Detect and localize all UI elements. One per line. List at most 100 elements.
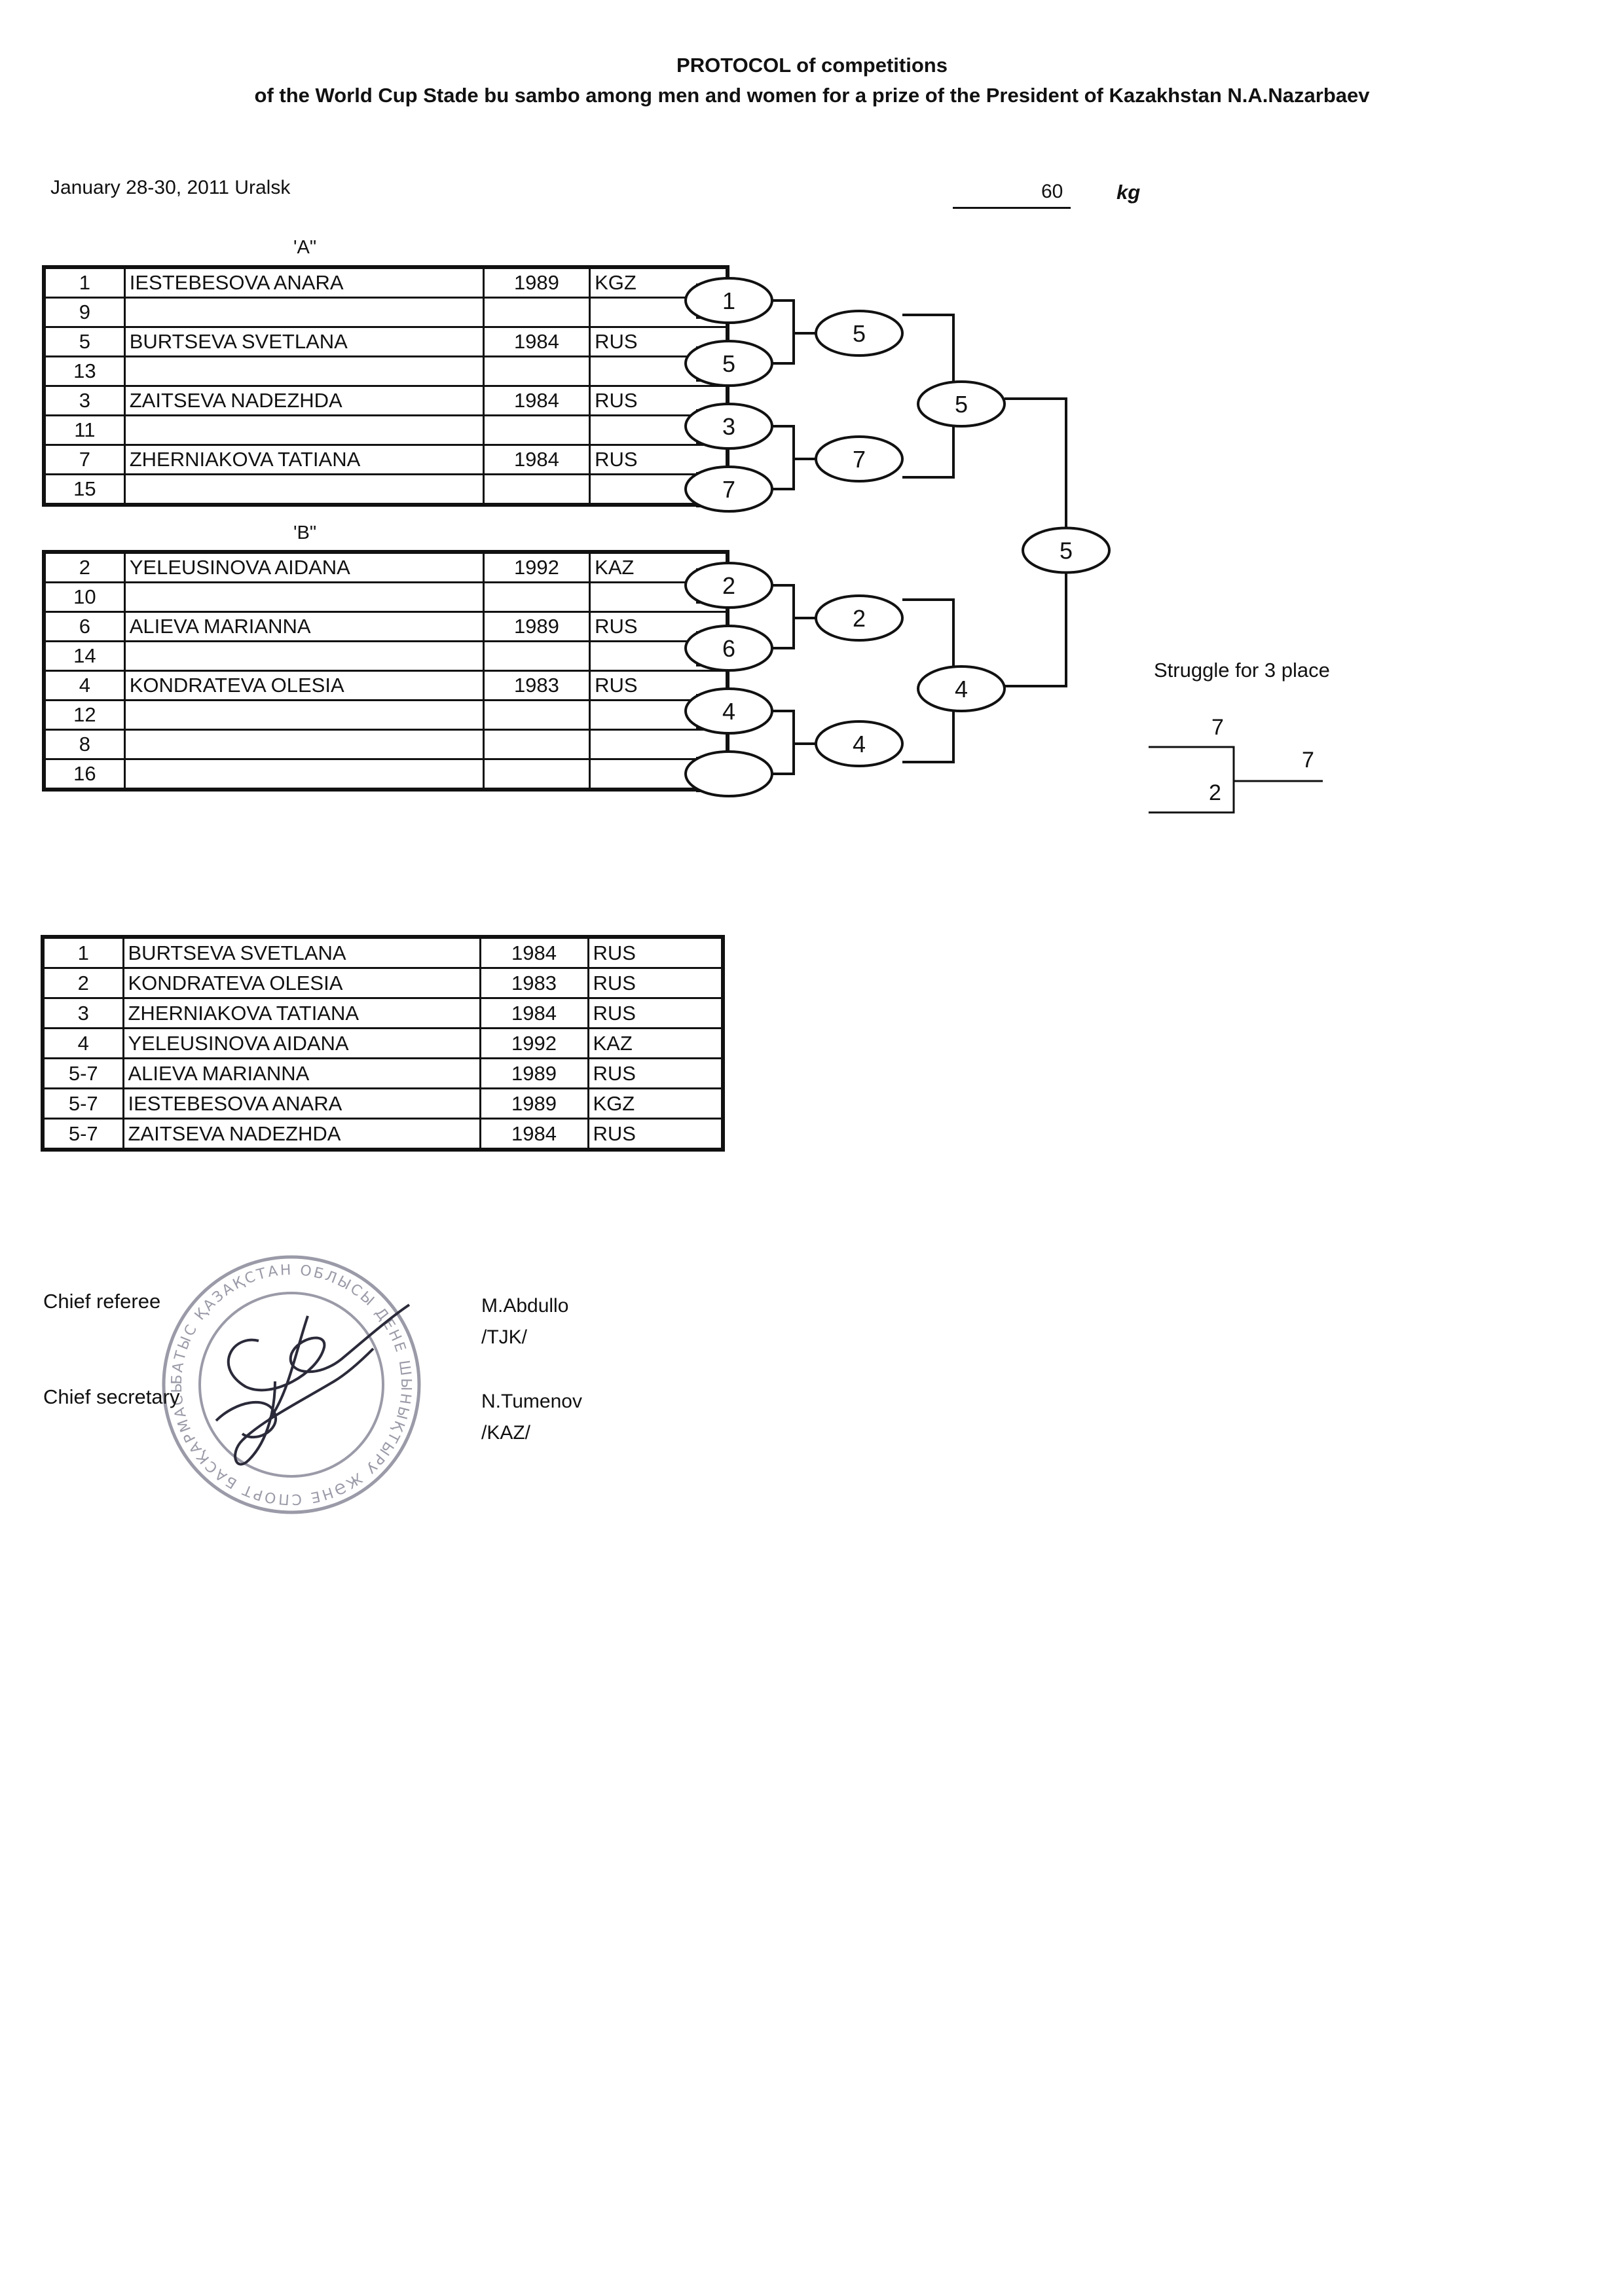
round1-oval <box>684 750 773 797</box>
round1-oval-label: 3 <box>722 413 735 440</box>
pool-b-row: 10 <box>43 581 729 613</box>
round1-oval: 3 <box>684 403 773 450</box>
round1-oval-shape <box>684 750 773 797</box>
round1-oval-label: 6 <box>722 635 735 662</box>
athlete-name: ALIEVA MARIANNA <box>122 1057 481 1089</box>
birth-year: 1984 <box>479 936 589 969</box>
stamp-inner-ring <box>198 1292 384 1478</box>
draw-number: 13 <box>43 355 126 387</box>
round1-oval-shape <box>684 340 773 387</box>
round1-oval-label: 4 <box>722 698 735 725</box>
draw-number: 8 <box>43 729 126 760</box>
athlete-name: ZAITSEVA NADEZHDA <box>122 1118 481 1151</box>
birth-year: 1989 <box>482 266 591 299</box>
round1-oval-shape <box>684 625 773 672</box>
birth-year <box>482 297 591 328</box>
draw-number: 1 <box>43 266 126 299</box>
draw-number: 5 <box>43 326 126 357</box>
athlete-name <box>123 355 485 387</box>
round1-oval: 6 <box>684 625 773 672</box>
round2-oval-shape <box>815 720 904 767</box>
third-place-lines <box>1149 746 1323 814</box>
round1-oval-label: 2 <box>722 572 735 599</box>
country-code: RUS <box>587 936 724 969</box>
third-place-label: Struggle for 3 place <box>1154 659 1330 682</box>
semifinal-oval-shape <box>917 665 1006 712</box>
chief-secretary-country: /KAZ/ <box>481 1422 531 1444</box>
pool-a-row: 9 <box>43 297 729 328</box>
round2-oval: 5 <box>815 310 904 357</box>
birth-year <box>482 414 591 446</box>
semifinal-oval: 5 <box>917 380 1006 428</box>
stamp: БАТЫС ҚАЗАҚСТАН ОБЛЫСЫ ДЕНЕ ШЫНЫҚТЫРУ ЖӘ… <box>0 0 421 1514</box>
date-place: January 28-30, 2011 Uralsk <box>50 177 291 198</box>
round2-oval-shape <box>815 594 904 642</box>
round1-oval-shape <box>684 277 773 324</box>
round2-oval: 4 <box>815 720 904 767</box>
draw-number: 3 <box>43 385 126 416</box>
round2-oval: 2 <box>815 594 904 642</box>
country-code: RUS <box>587 967 724 999</box>
birth-year: 1983 <box>482 670 591 701</box>
athlete-name <box>123 729 485 760</box>
draw-number: 12 <box>43 699 126 731</box>
place: 5-7 <box>41 1057 124 1089</box>
third-place-winner: 7 <box>1302 748 1314 773</box>
chief-referee-name: M.Abdullo <box>481 1295 569 1317</box>
country-code: RUS <box>589 326 729 357</box>
country-code: KAZ <box>587 1027 724 1059</box>
athlete-name <box>123 473 485 506</box>
round1-oval-label: 5 <box>722 350 735 377</box>
chief-secretary-name: N.Tumenov <box>481 1391 582 1412</box>
place: 1 <box>41 936 124 969</box>
draw-number: 2 <box>43 551 126 583</box>
bracket-line <box>772 299 795 365</box>
stamp-text-arc: БАТЫС ҚАЗАҚСТАН ОБЛЫСЫ ДЕНЕ ШЫНЫҚТЫРУ ЖӘ… <box>0 0 412 1507</box>
bracket-line <box>772 710 795 775</box>
round1-oval: 7 <box>684 465 773 513</box>
round2-oval-label: 4 <box>853 731 866 757</box>
birth-year: 1992 <box>482 551 591 583</box>
round2-oval-shape <box>815 310 904 357</box>
place: 3 <box>41 997 124 1029</box>
bracket-line <box>772 584 795 649</box>
birth-year <box>482 355 591 387</box>
pool-b-row: 16 <box>43 758 729 791</box>
competition-title: of the World Cup Stade bu sambo among me… <box>254 84 1370 107</box>
third-place-bottom: 2 <box>1209 780 1221 805</box>
draw-number: 4 <box>43 670 126 701</box>
athlete-name <box>123 297 485 328</box>
country-code: RUS <box>589 385 729 416</box>
secretary-signature <box>215 1347 375 1466</box>
round1-oval-shape <box>684 687 773 735</box>
birth-year: 1984 <box>482 444 591 475</box>
athlete-name: ZAITSEVA NADEZHDA <box>123 385 485 416</box>
draw-number: 7 <box>43 444 126 475</box>
birth-year <box>482 581 591 613</box>
birth-year <box>482 758 591 791</box>
pool-b-label: 'B" <box>293 522 317 543</box>
draw-number: 16 <box>43 758 126 791</box>
birth-year <box>482 640 591 672</box>
birth-year: 1992 <box>479 1027 589 1059</box>
stamp-outer-ring <box>162 1255 421 1514</box>
final-oval-label: 5 <box>1060 538 1073 564</box>
country-code: RUS <box>589 444 729 475</box>
draw-number: 6 <box>43 611 126 642</box>
third-place-top: 7 <box>1211 715 1224 740</box>
round2-oval: 7 <box>815 435 904 483</box>
country-code: KGZ <box>587 1087 724 1120</box>
semifinal-oval-shape <box>917 380 1006 428</box>
athlete-name <box>123 414 485 446</box>
country-code: RUS <box>587 1118 724 1151</box>
